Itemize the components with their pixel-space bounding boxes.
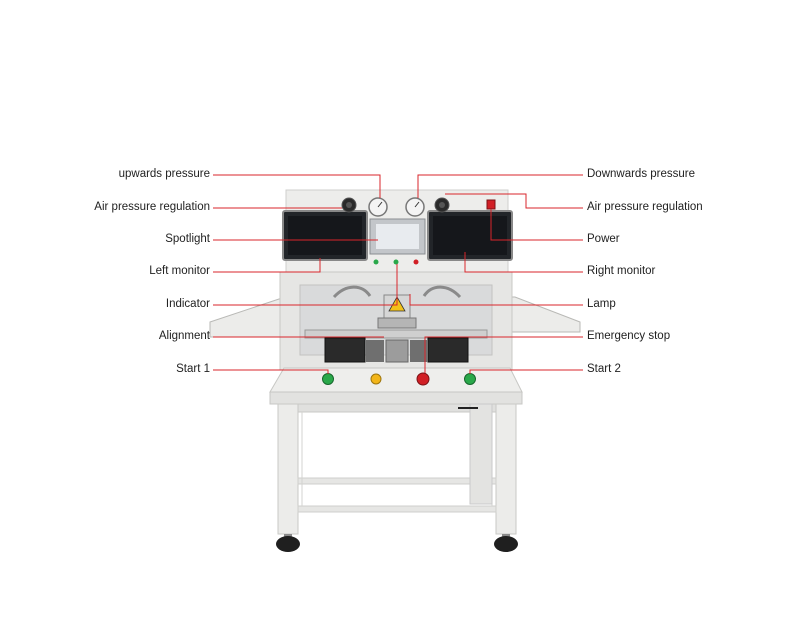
label-power: Power xyxy=(587,233,620,245)
indicator-light-1 xyxy=(373,259,379,265)
leader-power xyxy=(490,209,583,241)
emergency-stop-button xyxy=(416,372,430,386)
alignment-bar xyxy=(304,329,488,339)
left-lamp xyxy=(332,285,372,299)
leader-downwards-pressure xyxy=(417,174,583,198)
label-start-2: Start 2 xyxy=(587,363,621,375)
start-1-button xyxy=(322,373,334,385)
start-2-button xyxy=(464,373,476,385)
right-lamp xyxy=(422,285,462,299)
label-upwards-pressure: upwards pressure xyxy=(118,168,210,180)
leader-left-monitor xyxy=(213,258,321,273)
right-foot xyxy=(494,536,518,552)
label-indicator: Indicator xyxy=(165,298,210,310)
machine-illustration xyxy=(209,189,581,552)
stand xyxy=(277,403,517,535)
indicator-button xyxy=(370,373,382,385)
label-alignment: Alignment xyxy=(158,330,210,342)
leader-lines xyxy=(213,174,583,374)
leader-right-monitor xyxy=(464,252,583,273)
control-console xyxy=(269,367,523,393)
leader-start-1 xyxy=(213,369,329,374)
right-clamp xyxy=(427,337,469,363)
label-right-monitor: Right monitor xyxy=(587,265,656,277)
indicator-light-2 xyxy=(393,259,399,265)
left-foot xyxy=(276,536,300,552)
label-downwards-pressure: Downwards pressure xyxy=(587,168,696,180)
leader-start-2 xyxy=(469,369,583,374)
label-left-monitor: Left monitor xyxy=(149,265,210,277)
leader-air-pressure-right xyxy=(445,193,583,209)
label-lamp: Lamp xyxy=(587,298,616,310)
leader-indicator xyxy=(213,264,398,306)
left-clamp xyxy=(324,337,366,363)
leader-upwards-pressure xyxy=(213,174,381,198)
power-switch xyxy=(486,199,496,210)
label-emergency-stop: Emergency stop xyxy=(587,330,671,342)
label-spotlight: Spotlight xyxy=(165,233,210,245)
label-start-1: Start 1 xyxy=(176,363,210,375)
label-air-pressure-regulation-right: Air pressure regulation xyxy=(587,201,703,213)
leader-lamp xyxy=(409,294,583,306)
indicator-light-3 xyxy=(413,259,419,265)
leader-emergency-stop xyxy=(424,336,583,373)
label-air-pressure-regulation-left: Air pressure regulation xyxy=(94,201,210,213)
